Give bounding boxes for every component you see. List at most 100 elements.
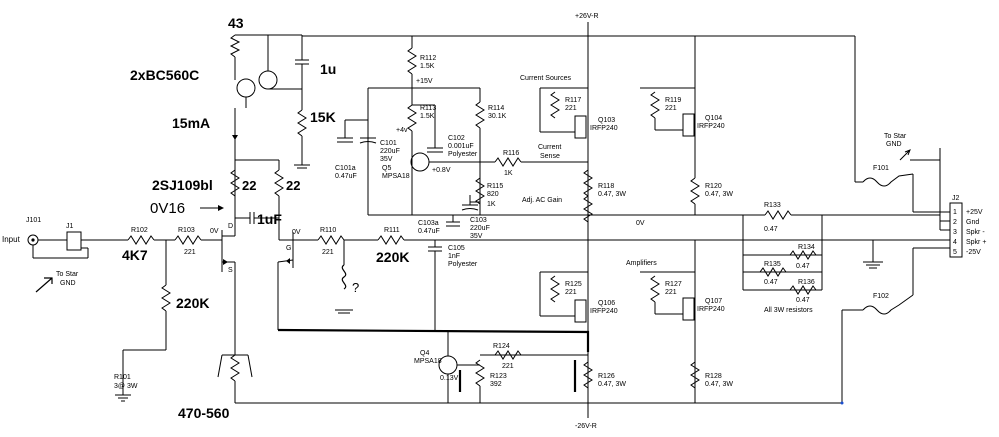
- label-r124-val: 221: [502, 363, 514, 370]
- j2-name-2: Gnd: [966, 219, 979, 226]
- label-c102-type: Polyester: [448, 151, 478, 158]
- label-r123: R123: [490, 373, 507, 380]
- j2-name-3: Spkr -: [966, 229, 985, 236]
- label-s: S: [228, 267, 233, 274]
- thick-bias-wire: [277, 328, 590, 352]
- annot-43: 43: [228, 15, 244, 31]
- resistor-15k: [297, 109, 307, 137]
- transistor-q4: [438, 355, 458, 375]
- label-input: Input: [2, 235, 21, 244]
- transistor-q5: [410, 152, 430, 172]
- label-q107: Q107: [705, 298, 722, 305]
- label-q106-type: IRFP240: [590, 308, 618, 315]
- label-zero-v: 0V: [636, 220, 645, 227]
- j2-name-1: +25V: [966, 209, 983, 216]
- label-r128-val: 0.47, 3W: [705, 381, 733, 388]
- label-r103: R103: [178, 227, 195, 234]
- label-r128: R128: [705, 373, 722, 380]
- resistor-r127: [650, 275, 660, 303]
- label-adj-ac-gain: Adj. AC Gain: [522, 197, 562, 204]
- current-arrow-head: [232, 135, 238, 140]
- hand-resistor-question: [341, 264, 347, 290]
- label-q107-type: IRFP240: [697, 306, 725, 313]
- label-r113: R113: [420, 105, 436, 112]
- label-current-sense-2: Sense: [540, 153, 560, 160]
- ov16-arrow-head: [218, 205, 224, 211]
- resistor-r120: [690, 177, 700, 205]
- label-r115-val2: 1K: [487, 201, 496, 208]
- label-c101a: C101a: [335, 165, 356, 172]
- label-f102: F102: [873, 293, 889, 300]
- label-q103: Q103: [598, 117, 615, 124]
- j2-pin-4: 4: [953, 239, 957, 246]
- label-r116: R116: [503, 150, 519, 157]
- label-v26-neg: -26V-R: [575, 423, 597, 430]
- label-v013: 0.13V: [440, 375, 459, 382]
- r470-bracket: [217, 354, 253, 378]
- label-r134-val: 0.47: [796, 263, 810, 270]
- label-r134: R134: [798, 244, 815, 251]
- label-r133: R133: [764, 202, 781, 209]
- label-d: D: [228, 223, 233, 230]
- label-v15: +15V: [416, 78, 433, 85]
- label-c103-val1: 220uF: [470, 225, 490, 232]
- resistor-22-right: [274, 169, 284, 197]
- mosfet-q104: [682, 113, 695, 137]
- label-c103: C103: [470, 217, 487, 224]
- label-r114: R114: [488, 105, 504, 112]
- resistor-r128: [690, 361, 700, 389]
- j2-name-5: -25V: [966, 249, 981, 256]
- connector-j1: [66, 231, 82, 251]
- label-c102-val: 0.001uF: [448, 143, 474, 150]
- transistor-bc560c-right: [258, 70, 278, 90]
- annot-4k7: 4K7: [122, 247, 148, 263]
- annot-1u: 1u: [320, 61, 336, 77]
- label-r102: R102: [131, 227, 148, 234]
- label-r114-val: 30.1K: [488, 113, 507, 120]
- rail-node-dot: [840, 401, 844, 405]
- label-r119: R119: [665, 97, 681, 104]
- label-g: G: [286, 245, 291, 252]
- resistor-r136: [789, 285, 817, 295]
- label-c102: C102: [448, 135, 465, 142]
- resistor-r133: [764, 210, 792, 220]
- annot-bc560c: 2xBC560C: [130, 67, 199, 83]
- label-c103a: C103a: [418, 220, 439, 227]
- resistor-r103: [174, 235, 202, 245]
- resistor-r118b: [583, 195, 593, 223]
- c101-plate2: [359, 141, 377, 144]
- label-j101: J101: [26, 217, 41, 224]
- j2-pin-5: 5: [953, 249, 957, 256]
- label-all-3w: All 3W resistors: [764, 307, 813, 314]
- label-q5-type: MPSA18: [382, 173, 410, 180]
- c103-plate2: [461, 208, 479, 211]
- label-star-gnd-left-1: To Star: [56, 271, 79, 278]
- label-r103-val: 221: [184, 249, 196, 256]
- label-small-0v-1: 0V: [210, 228, 219, 235]
- label-r110: R110: [320, 227, 336, 234]
- resistor-r113: [407, 104, 417, 132]
- label-q104: Q104: [705, 115, 722, 122]
- mosfet-q103: [574, 115, 587, 139]
- label-c105: C105: [448, 245, 465, 252]
- resistor-r126: [583, 361, 593, 389]
- label-c103a-val: 0.47uF: [418, 228, 440, 235]
- label-r116-val: 1K: [504, 170, 513, 177]
- label-small-0v-2: 0V: [292, 229, 301, 236]
- annot-220k-a: 220K: [176, 295, 209, 311]
- resistor-22-left: [230, 169, 240, 197]
- label-r120: R120: [705, 183, 722, 190]
- resistor-r110: [317, 235, 345, 245]
- label-r111: R111: [384, 227, 400, 234]
- label-r127-val: 221: [665, 289, 677, 296]
- resistor-r102: [127, 235, 155, 245]
- label-q103-type: IRFP240: [590, 125, 618, 132]
- resistor-r111: [377, 235, 405, 245]
- label-r110-val: 221: [322, 249, 334, 256]
- transistor-bc560c-left: [236, 78, 256, 98]
- annot-470-560: 470-560: [178, 405, 230, 421]
- label-r127: R127: [665, 281, 682, 288]
- resistor-r134: [789, 250, 817, 260]
- annot-220k-b: 220K: [376, 249, 409, 265]
- annot-22a: 22: [242, 178, 256, 193]
